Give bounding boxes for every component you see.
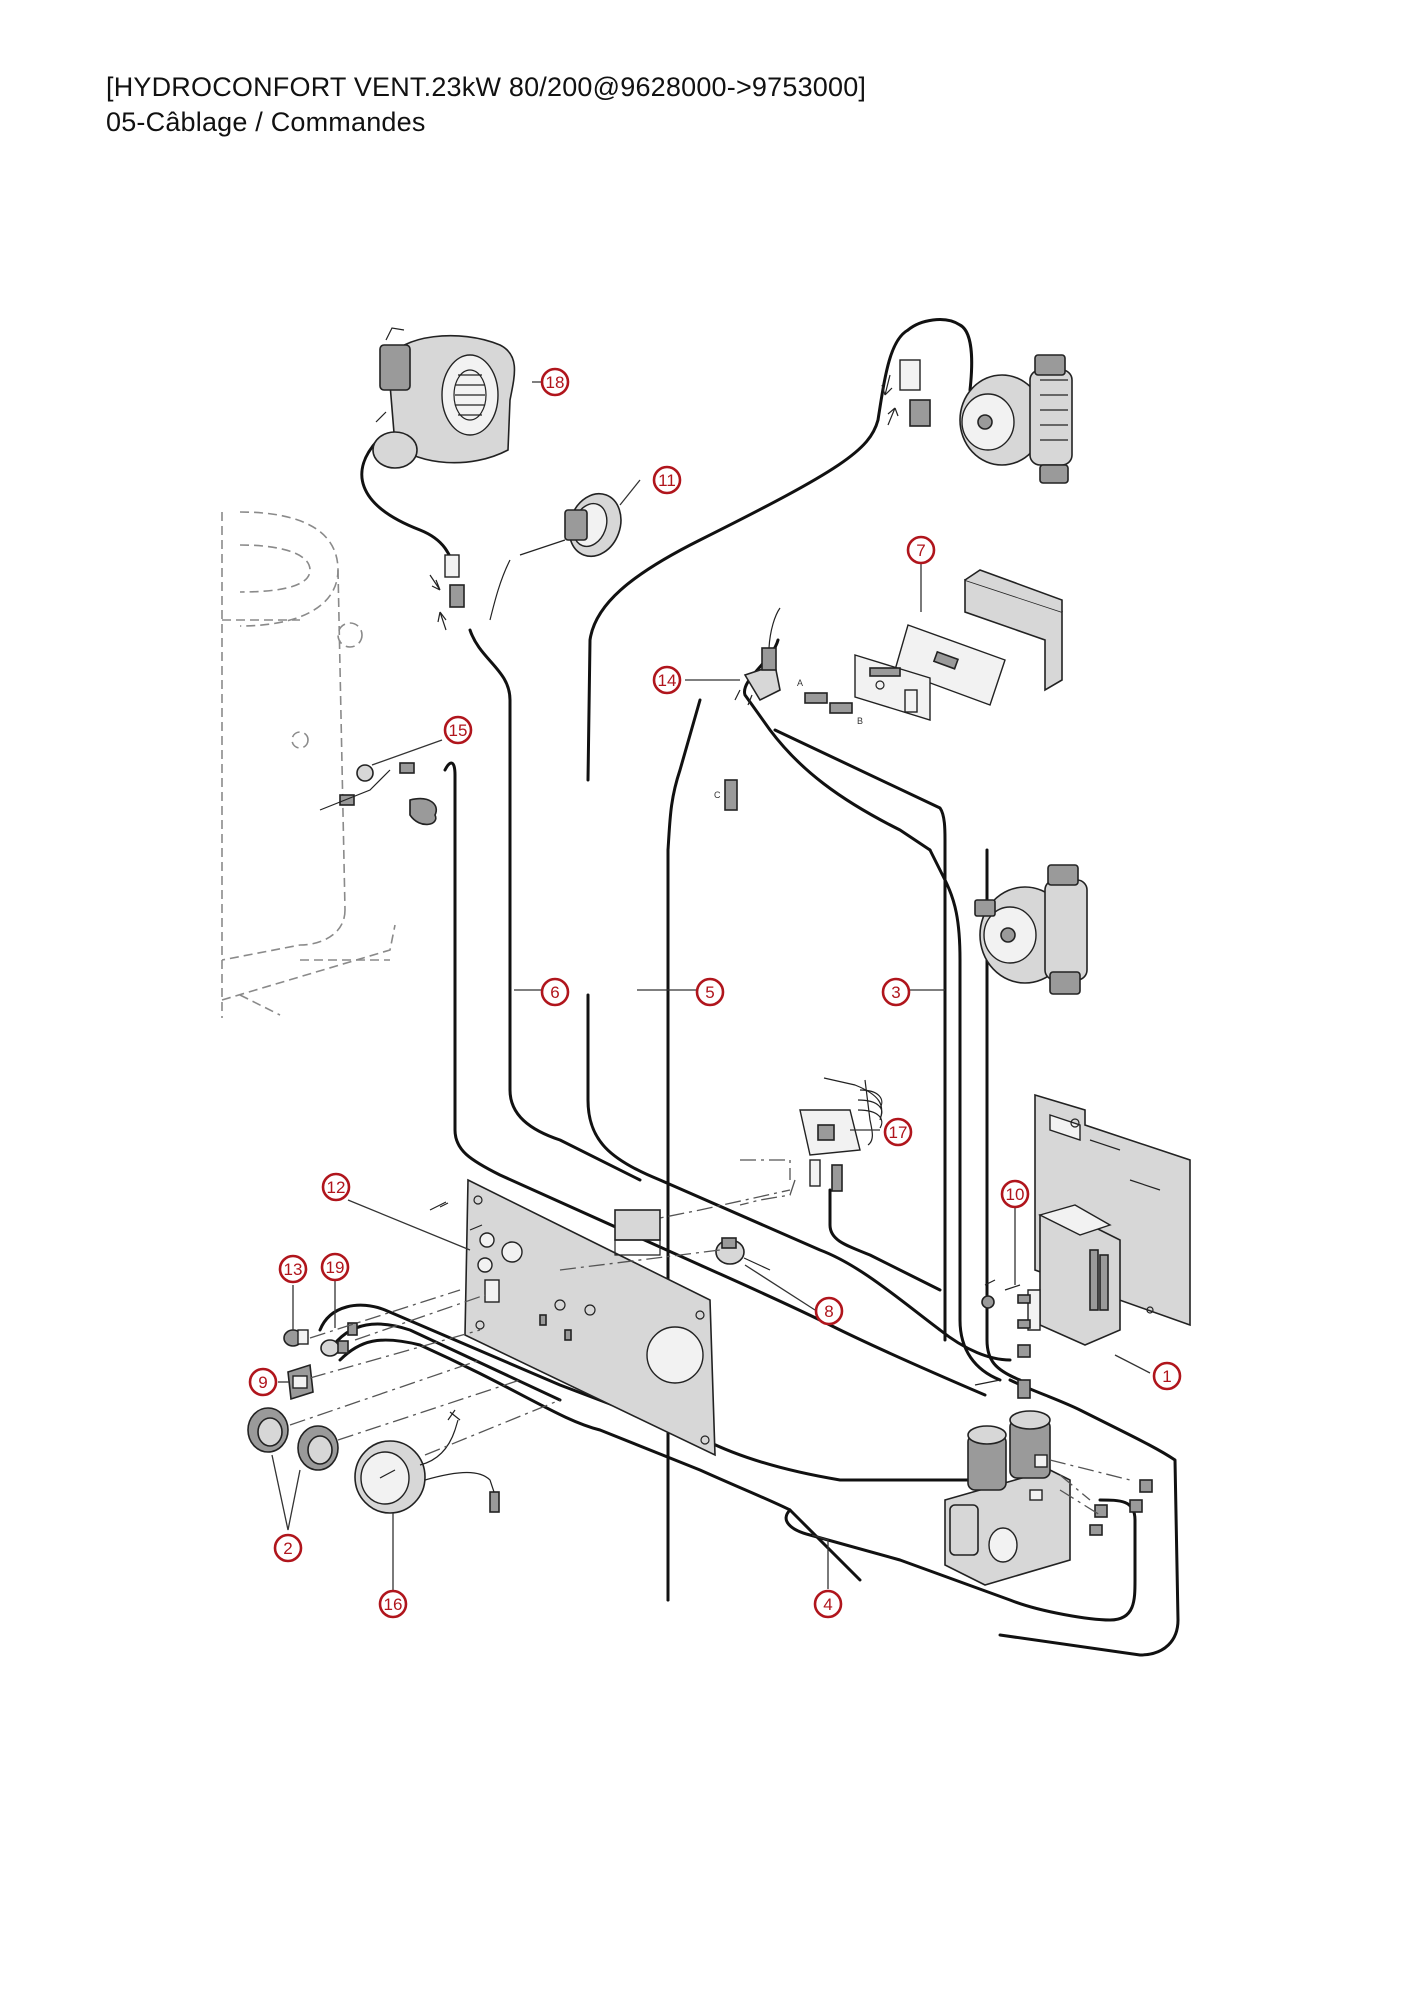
control-knobs: [247, 1359, 521, 1471]
svg-text:9: 9: [258, 1373, 267, 1392]
connector-label-c: C: [714, 790, 721, 800]
svg-text:18: 18: [546, 373, 565, 392]
callout-15: 15: [443, 715, 473, 745]
overheat-thermostat: [639, 1077, 883, 1223]
circulator-pump-bottom: [974, 864, 1088, 995]
svg-text:12: 12: [327, 1178, 346, 1197]
water-tank-outline: [221, 511, 396, 1018]
svg-text:17: 17: [889, 1123, 908, 1142]
mains-plug: [734, 607, 781, 706]
svg-text:16: 16: [384, 1595, 403, 1614]
callouts: 18 11 7 14 15 6 5 3 17 12 10 13 19 8 9 1…: [248, 367, 1182, 1619]
pressure-gauge: [354, 1399, 561, 1514]
main-pcb-assembly: [974, 1093, 1191, 1399]
svg-text:8: 8: [824, 1302, 833, 1321]
callout-8: 8: [814, 1296, 844, 1326]
fan-extractor: [372, 327, 516, 469]
callout-6: 6: [540, 977, 570, 1007]
callout-16: 16: [378, 1589, 408, 1619]
svg-text:15: 15: [449, 721, 468, 740]
connector-label-b: B: [857, 716, 863, 726]
svg-text:7: 7: [916, 541, 925, 560]
control-board: A B C: [714, 569, 1063, 811]
circulator-pump-top: [881, 354, 1073, 484]
callout-2: 2: [273, 1533, 303, 1563]
svg-text:4: 4: [823, 1595, 832, 1614]
svg-text:3: 3: [891, 983, 900, 1002]
svg-text:1: 1: [1162, 1367, 1171, 1386]
svg-text:14: 14: [658, 671, 677, 690]
svg-text:6: 6: [550, 983, 559, 1002]
page-title: [HYDROCONFORT VENT.23kW 80/200@9628000->…: [106, 72, 867, 102]
panel-switches: [283, 1289, 486, 1401]
svg-text:11: 11: [658, 471, 676, 490]
page-subtitle: 05-Câblage / Commandes: [106, 107, 426, 137]
callout-14: 14: [652, 665, 682, 695]
callout-9: 9: [248, 1367, 278, 1397]
callout-19: 19: [320, 1252, 350, 1282]
svg-text:13: 13: [284, 1260, 303, 1279]
callout-3: 3: [881, 977, 911, 1007]
fan-connector: [429, 554, 465, 631]
callout-17: 17: [883, 1117, 913, 1147]
potentiometer: [559, 1237, 771, 1271]
pressure-switch: [489, 492, 622, 621]
callout-11: 11: [652, 465, 682, 495]
svg-text:19: 19: [326, 1258, 345, 1277]
callout-13: 13: [278, 1254, 308, 1284]
callout-10: 10: [1000, 1179, 1030, 1209]
gas-valve: [944, 1410, 1153, 1586]
svg-text:10: 10: [1006, 1185, 1025, 1204]
svg-text:2: 2: [283, 1539, 292, 1558]
callout-4: 4: [813, 1589, 843, 1619]
callout-18: 18: [540, 367, 570, 397]
callout-7: 7: [906, 535, 936, 565]
connector-label-a: A: [797, 678, 803, 688]
svg-text:5: 5: [705, 983, 714, 1002]
control-panel-plate: [429, 1178, 716, 1457]
callout-1: 1: [1152, 1361, 1182, 1391]
callout-12: 12: [321, 1172, 351, 1202]
temperature-sensor: [319, 762, 437, 826]
callout-5: 5: [695, 977, 725, 1007]
